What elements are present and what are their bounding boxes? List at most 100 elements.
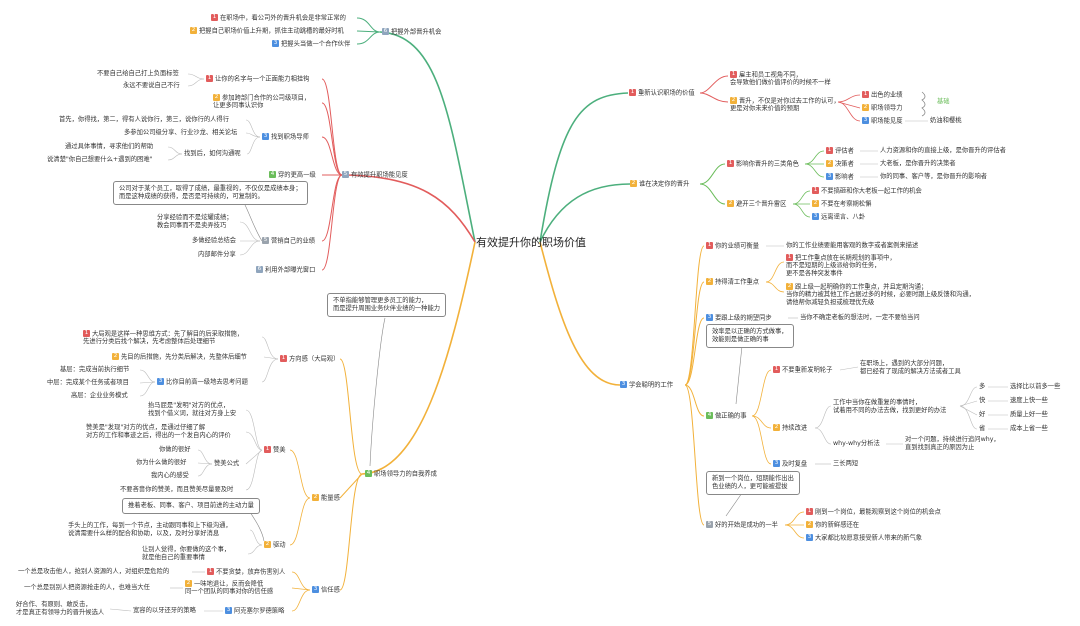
topic-a3b1d[interactable]: 不要吝啬你的赞美，而且赞美尽量要及时 xyxy=(120,486,233,494)
topic-a2a1[interactable]: 不要自己给自己打上负面标签 xyxy=(97,70,179,78)
topic-m2[interactable]: 快 xyxy=(979,397,985,405)
topic-m4t[interactable]: 成本上省一些 xyxy=(1010,425,1048,433)
topic-a2e3[interactable]: 内部邮件分享 xyxy=(198,251,236,259)
topic-a3c3t[interactable]: 宽容的以牙还牙的策略 xyxy=(133,607,196,615)
topic-m2t[interactable]: 速度上快一些 xyxy=(1010,397,1048,405)
topic-a3b1c2[interactable]: 你为什么做的很好 xyxy=(136,459,186,467)
topic-b2a2t[interactable]: 大老板，是你晋升的决策者 xyxy=(880,160,956,168)
topic-a3a3b[interactable]: 中层：完成某个任务或者项目 xyxy=(47,379,129,387)
topic-a2c3b[interactable]: 说清楚"你自己想要什么+遇到的困难" xyxy=(47,156,153,164)
topic-a2c2[interactable]: 多参加公司级分享、行业沙龙、相关论坛 xyxy=(124,129,237,137)
topic-a3b1c[interactable]: 赞美公式 xyxy=(214,460,239,468)
topic-b1s[interactable]: 基础 xyxy=(937,98,950,106)
topic-a3c3t2[interactable]: 好合作、有原则、敢反击， 才是真正有领导力的晋升候选人 xyxy=(16,601,104,616)
topic-a2a2[interactable]: 永远不要说自己不行 xyxy=(123,82,180,90)
topic-a3c2t[interactable]: 一个总是别别人把资源抢走的人，也难当大任 xyxy=(24,584,150,592)
topic-b3d1t[interactable]: 在职场上，遇到的大部分问题， 都已经有了现成的解决方法或者工具 xyxy=(860,360,961,375)
topic-a2e2[interactable]: 多做经验总结会 xyxy=(192,237,236,245)
topic-m1[interactable]: 多 xyxy=(979,383,985,391)
topic-a3b1c1[interactable]: 你做的很好 xyxy=(159,446,190,454)
topic-b3d3t[interactable]: 三长两短 xyxy=(833,460,858,468)
topic-a3b1a[interactable]: 抬马屁是"发明"对方的优点， 找到个借义词，就往对方身上安 xyxy=(148,402,236,417)
topic-b3d2b[interactable]: why-why分析法 xyxy=(833,440,880,448)
topic-a2c3[interactable]: 找到后，如何沟通呢 xyxy=(184,150,241,158)
topic-b2a1t[interactable]: 人力资源和你的直接上级，是你晋升的评估者 xyxy=(880,147,1006,155)
callout-note1: 公司对于某个员工，取得了成绩，最重视的，不仅仅是成绩本身； 而是这种成绩的获得，… xyxy=(113,181,308,205)
topic-a3b1c3[interactable]: 我内心的感受 xyxy=(151,472,189,480)
topic-a3a3c[interactable]: 高层：企业业务模式 xyxy=(71,392,128,400)
topic-a2c1[interactable]: 首先，你得找，第二，得有人说你行，第三，说你行的人得行 xyxy=(59,116,229,124)
topic-a2e1[interactable]: 分享经验而不是炫耀成绩； 教会同事而不是卖弄技巧 xyxy=(157,214,233,229)
topic-m3[interactable]: 好 xyxy=(979,411,985,419)
topic-a2c3a[interactable]: 通过具体事情，寻求他们的帮助 xyxy=(65,143,153,151)
topic-b1b3a[interactable]: 奶油和樱桃 xyxy=(930,117,961,125)
topic-b3d2a[interactable]: 工作中当你在做重复的事情时， 试着用不同的办法去做，找到更好的办法 xyxy=(833,399,946,414)
topic-b3at[interactable]: 你的工作业绩要能用客观的数字或者案例来描述 xyxy=(786,242,918,250)
topic-a3b1b[interactable]: 赞美是"发现"对方的优点，是通过仔细了解 对方的工作和事迹之后，得出的一个发自内… xyxy=(86,424,231,439)
topic-m3t[interactable]: 质量上好一些 xyxy=(1010,411,1048,419)
topic-a3c1t[interactable]: 一个总是攻击他人，抢别人资源的人，对组织是危险的 xyxy=(18,568,169,576)
topic-b3d2bt[interactable]: 对一个问题，持续进行追问why， 直到找到真正的原因为止 xyxy=(905,436,1000,451)
topic-label: 不要重新发明轮子 xyxy=(782,366,833,374)
topic-b3ct[interactable]: 当你不确定老板的想法时，一定不要恰当问 xyxy=(800,314,920,322)
topic-a3b2b[interactable]: 让别人觉得，你要做的这个事， 就是他自己的重要事情 xyxy=(142,546,230,561)
topic-m4[interactable]: 省 xyxy=(979,425,985,433)
topic-a3a3a[interactable]: 基层：完成当前执行细节 xyxy=(60,366,129,374)
topic-b2a3t[interactable]: 你的同事、客户等，是你晋升的影响者 xyxy=(880,173,987,181)
topic-a3b2a[interactable]: 手头上的工作，每到一个节点，主动跟同事和上下级沟通， 说清需要什么样的配合和协助… xyxy=(68,522,232,537)
topic-m1t[interactable]: 选择比以前多一些 xyxy=(1010,383,1060,391)
